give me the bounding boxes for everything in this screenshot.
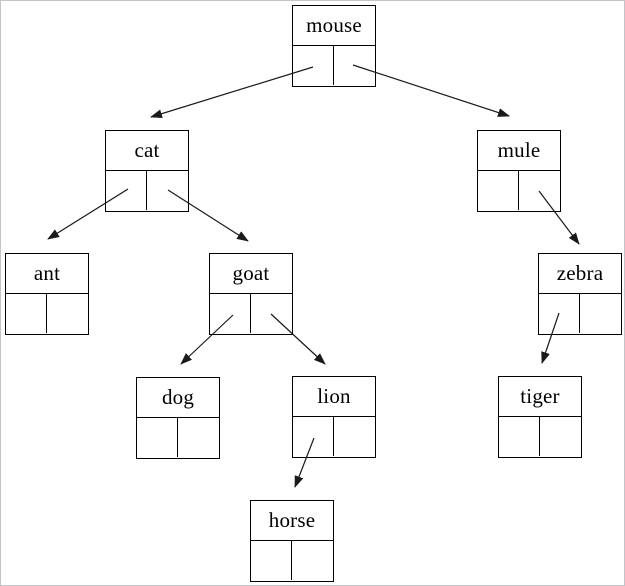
tree-node-mouse: mouse bbox=[292, 5, 376, 87]
right-pointer-cell bbox=[540, 417, 581, 457]
node-label: tiger bbox=[499, 377, 581, 417]
pointer-row bbox=[137, 417, 219, 458]
node-label: zebra bbox=[539, 254, 621, 294]
node-label: cat bbox=[106, 131, 188, 171]
tree-node-cat: cat bbox=[105, 130, 189, 212]
right-pointer-cell bbox=[292, 541, 333, 581]
pointer-row bbox=[499, 416, 581, 457]
tree-node-zebra: zebra bbox=[538, 253, 622, 335]
left-pointer-cell bbox=[499, 416, 540, 456]
node-label: mouse bbox=[293, 6, 375, 46]
pointer-row bbox=[6, 293, 88, 334]
node-label: goat bbox=[210, 254, 292, 294]
node-label: mule bbox=[478, 131, 560, 171]
right-pointer-cell bbox=[519, 171, 560, 211]
tree-node-mule: mule bbox=[477, 130, 561, 212]
tree-node-dog: dog bbox=[136, 377, 220, 459]
left-pointer-cell bbox=[293, 45, 334, 85]
left-pointer-cell bbox=[6, 293, 47, 333]
tree-node-ant: ant bbox=[5, 253, 89, 335]
tree-node-lion: lion bbox=[292, 376, 376, 458]
pointer-row bbox=[539, 293, 621, 334]
right-pointer-cell bbox=[47, 294, 88, 334]
right-pointer-cell bbox=[178, 418, 219, 458]
pointer-row bbox=[293, 45, 375, 86]
left-pointer-cell bbox=[210, 293, 251, 333]
right-pointer-cell bbox=[580, 294, 621, 334]
tree-node-goat: goat bbox=[209, 253, 293, 335]
node-label: dog bbox=[137, 378, 219, 418]
right-pointer-cell bbox=[334, 46, 375, 86]
pointer-row bbox=[478, 170, 560, 211]
right-pointer-cell bbox=[147, 171, 188, 211]
pointer-row bbox=[106, 170, 188, 211]
node-label: horse bbox=[251, 501, 333, 541]
tree-node-tiger: tiger bbox=[498, 376, 582, 458]
node-label: ant bbox=[6, 254, 88, 294]
left-pointer-cell bbox=[106, 170, 147, 210]
left-pointer-cell bbox=[539, 293, 580, 333]
left-pointer-cell bbox=[137, 417, 178, 457]
right-pointer-cell bbox=[251, 294, 292, 334]
left-pointer-cell bbox=[478, 170, 519, 210]
left-pointer-cell bbox=[293, 416, 334, 456]
pointer-row bbox=[293, 416, 375, 457]
pointer-row bbox=[251, 540, 333, 581]
pointer-row bbox=[210, 293, 292, 334]
tree-node-horse: horse bbox=[250, 500, 334, 582]
right-pointer-cell bbox=[334, 417, 375, 457]
left-pointer-cell bbox=[251, 540, 292, 580]
node-label: lion bbox=[293, 377, 375, 417]
